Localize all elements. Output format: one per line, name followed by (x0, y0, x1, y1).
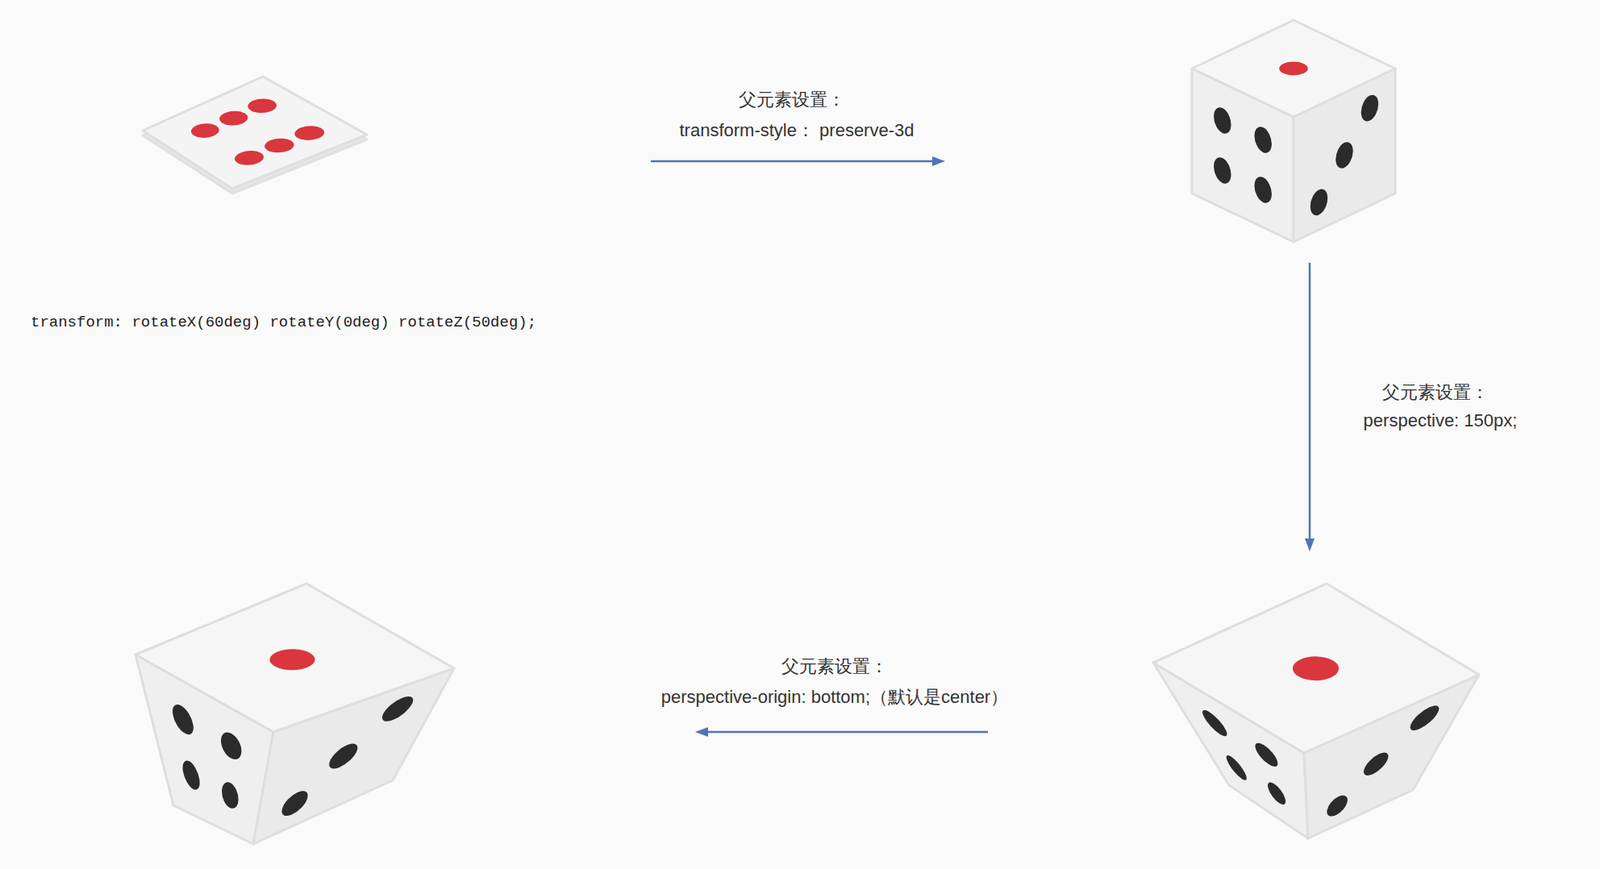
arrow-line (1308, 262, 1312, 539)
die-pip (1213, 154, 1231, 188)
die-pip (229, 147, 270, 168)
die-pip (1335, 138, 1353, 172)
die-pip (1198, 705, 1232, 742)
section-note: 父元素设置： (1382, 382, 1489, 404)
die-pip (1254, 173, 1271, 207)
css-rule: perspective-origin: bottom;（默认是center） (661, 687, 1009, 709)
arrow-line (708, 731, 988, 734)
die-pip (1213, 104, 1231, 138)
die-pip (378, 692, 418, 726)
die-pip (288, 123, 331, 144)
die-cube (1153, 583, 1480, 839)
die-pip (258, 135, 300, 156)
die-pip (221, 779, 239, 813)
die-pip (180, 757, 202, 794)
die-pip (1361, 749, 1392, 780)
die-pip (1406, 701, 1444, 736)
arrow-head (1304, 538, 1315, 552)
css-rule: transform-style： preserve-3d (679, 120, 915, 142)
die-pip (213, 108, 254, 129)
die-pip (1310, 185, 1328, 219)
code-line: transform: rotateX(60deg) rotateY(0deg) … (30, 313, 537, 333)
die-pip (1253, 738, 1281, 772)
die-pip (220, 728, 242, 765)
die-pip (1283, 651, 1349, 686)
die-face (1153, 583, 1480, 754)
section-note: 父元素设置： (781, 656, 888, 678)
css-rule: perspective: 150px; (1363, 410, 1518, 432)
die-cube (135, 583, 455, 845)
section-note: 父元素设置： (738, 89, 846, 111)
die-pip (1325, 791, 1350, 821)
die-pip (1265, 778, 1288, 809)
die-cube (1191, 20, 1396, 242)
die-face (135, 583, 455, 733)
die-pip (1361, 91, 1379, 125)
dice (135, 20, 1480, 845)
arrow-head (695, 727, 709, 738)
arrow-head (932, 156, 946, 167)
die-pip (260, 645, 325, 675)
die-face (142, 76, 367, 189)
die-pip (170, 700, 196, 739)
die-pip (325, 739, 362, 773)
die-pip (185, 120, 225, 142)
die-pip (1273, 58, 1314, 79)
die-face (1191, 20, 1396, 117)
die-pip (1254, 123, 1271, 157)
arrow-line (650, 160, 934, 163)
die-pip (241, 95, 283, 117)
die-flat-face (142, 76, 367, 194)
die-pip (1222, 751, 1251, 785)
die-pip (279, 787, 311, 821)
